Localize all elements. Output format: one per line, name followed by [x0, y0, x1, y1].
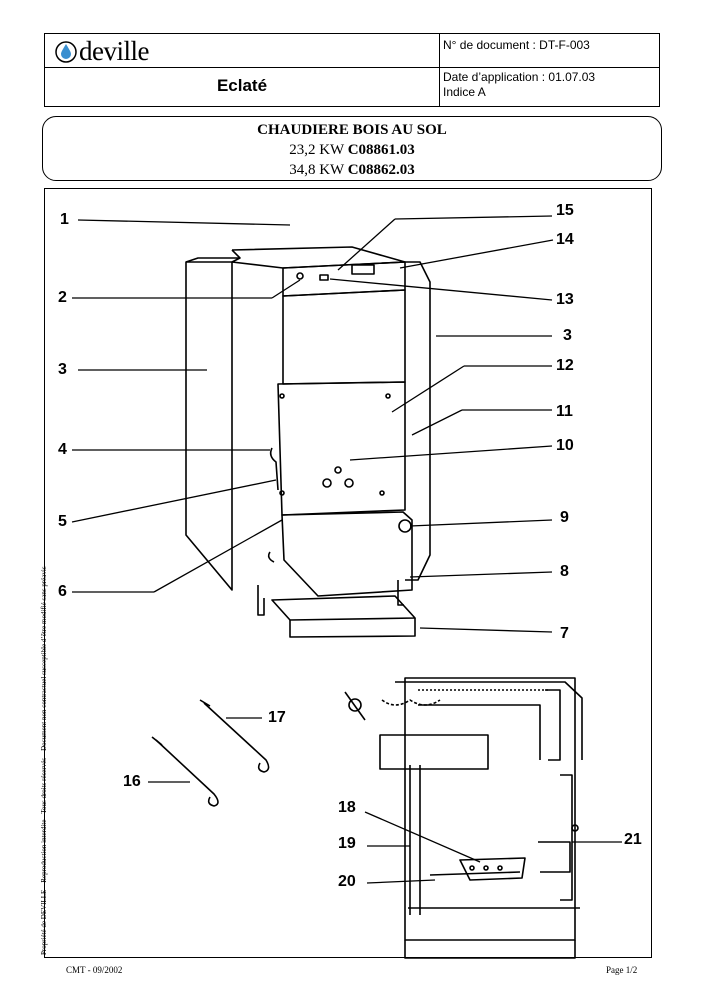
cross-section-illustration: [344, 677, 583, 959]
copyright-side-note: Propriété de DEVILLE – Reproduction inte…: [40, 566, 48, 955]
product-variant-2: 34,8 KW C08862.03: [43, 160, 661, 180]
header-divider-vertical: [439, 34, 440, 106]
page-title: Eclaté: [216, 76, 268, 95]
tools-illustration: [148, 699, 270, 807]
callout-17: 17: [268, 709, 286, 726]
exploded-view-frame: [44, 188, 652, 958]
callout-5: 5: [58, 513, 67, 530]
variant-2-code: C08862.03: [347, 162, 415, 178]
drop-icon: [55, 41, 77, 63]
brand-logo: deville: [55, 35, 149, 66]
callout-12: 12: [556, 357, 574, 374]
callout-20: 20: [338, 873, 356, 890]
brand-name: deville: [79, 35, 149, 66]
callout-6: 6: [58, 583, 67, 600]
document-header: deville Eclaté N° de document : DT-F-003…: [44, 33, 660, 107]
callout-19: 19: [338, 835, 356, 852]
header-divider-horizontal: [45, 67, 659, 68]
footer-left: CMT - 09/2002: [66, 965, 123, 975]
callout-11: 11: [556, 403, 573, 420]
product-name: CHAUDIERE BOIS AU SOL: [257, 122, 447, 138]
boiler-illustration: [185, 246, 431, 638]
callout-16: 16: [123, 773, 141, 790]
callout-2: 2: [58, 289, 67, 306]
product-variant-1: 23,2 KW C08861.03: [43, 140, 661, 160]
leader-lines: [71, 215, 554, 633]
callout-4: 4: [58, 441, 67, 458]
callout-18: 18: [338, 799, 356, 816]
variant-1-power: 23,2 KW: [289, 142, 344, 158]
callout-8: 8: [560, 563, 569, 580]
callout-3-right: 3: [563, 327, 572, 344]
callout-13: 13: [556, 291, 574, 308]
callout-14: 14: [556, 231, 574, 248]
application-date: Date d’application : 01.07.03: [443, 70, 596, 84]
callout-7: 7: [560, 625, 569, 642]
callout-10: 10: [556, 437, 574, 454]
index-label: Indice A: [443, 85, 486, 99]
footer-page: Page 1/2: [606, 965, 638, 975]
callout-21: 21: [624, 831, 642, 848]
doc-number: N° de document : DT-F-003: [443, 38, 590, 52]
variant-2-power: 34,8 KW: [289, 162, 344, 178]
callout-3-left: 3: [58, 361, 67, 378]
variant-1-code: C08861.03: [347, 142, 415, 158]
section-leader-lines: [364, 811, 622, 884]
callout-1: 1: [60, 211, 69, 228]
callout-9: 9: [560, 509, 569, 526]
product-title-box: CHAUDIERE BOIS AU SOL 23,2 KW C08861.03 …: [42, 116, 662, 181]
callout-15: 15: [556, 202, 574, 219]
